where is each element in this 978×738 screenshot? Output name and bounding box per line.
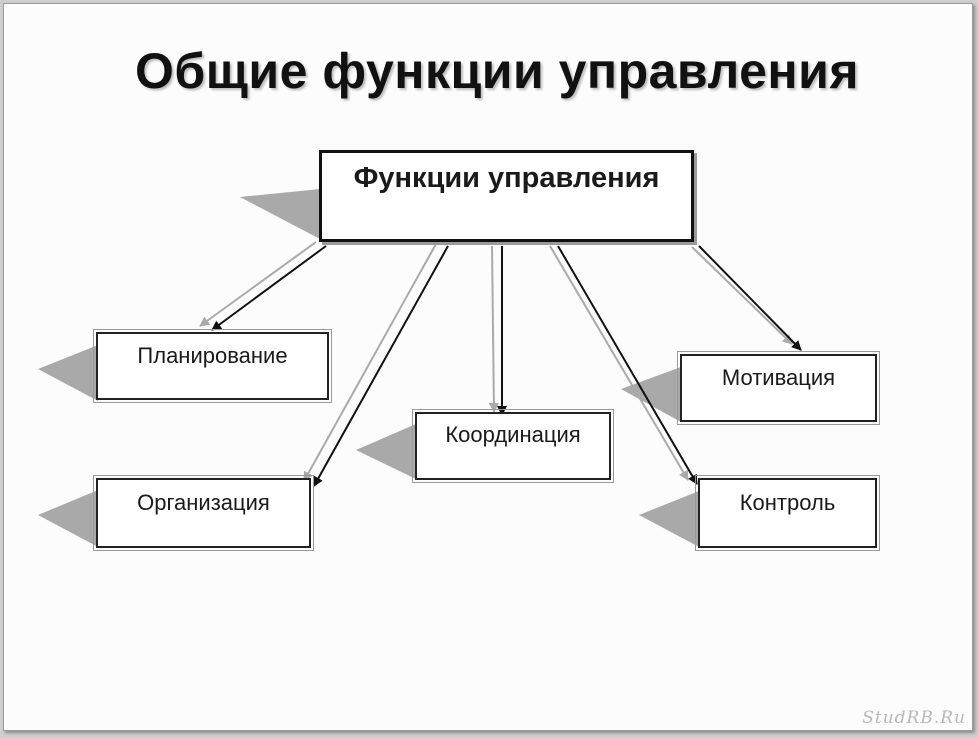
arrow-to-motivation (698, 245, 802, 351)
root-node-label: Функции управления (353, 162, 660, 194)
slide: Общие функции управления Функци (3, 3, 973, 731)
shadow-wedge-coordination (356, 424, 416, 479)
node-organization-label: Организация (137, 490, 270, 515)
watermark: StudRB.Ru (862, 708, 966, 728)
shadow-wedge-root (240, 189, 320, 239)
shadow-arrow-organization (303, 243, 437, 482)
shadow-wedge-control (639, 491, 699, 547)
node-coordination-label: Координация (445, 422, 581, 447)
shadow-arrow-planning (199, 241, 317, 327)
node-planning-label: Планирование (137, 343, 288, 368)
slide-title: Общие функции управления (134, 43, 860, 99)
node-control-label: Контроль (739, 490, 836, 515)
node-coordination: Координация (412, 409, 614, 483)
node-motivation-label: Мотивация (721, 365, 836, 390)
arrow-to-control (557, 245, 698, 485)
node-planning: Планирование (93, 329, 332, 403)
node-motivation: Мотивация (677, 351, 880, 425)
node-organization: Организация (93, 475, 314, 551)
root-node: Функции управления (319, 150, 694, 242)
diagram-connectors (38, 189, 802, 547)
shadow-wedge-motivation (621, 367, 681, 422)
arrow-to-organization (313, 245, 449, 487)
arrow-to-planning (211, 245, 327, 331)
node-control: Контроль (695, 475, 880, 551)
shadow-wedge-planning (38, 345, 98, 401)
shadow-arrow-motivation (691, 246, 793, 345)
shadow-arrow-coordination (488, 245, 499, 413)
shadow-arrow-control (549, 245, 689, 481)
shadow-wedge-organization (38, 490, 98, 547)
